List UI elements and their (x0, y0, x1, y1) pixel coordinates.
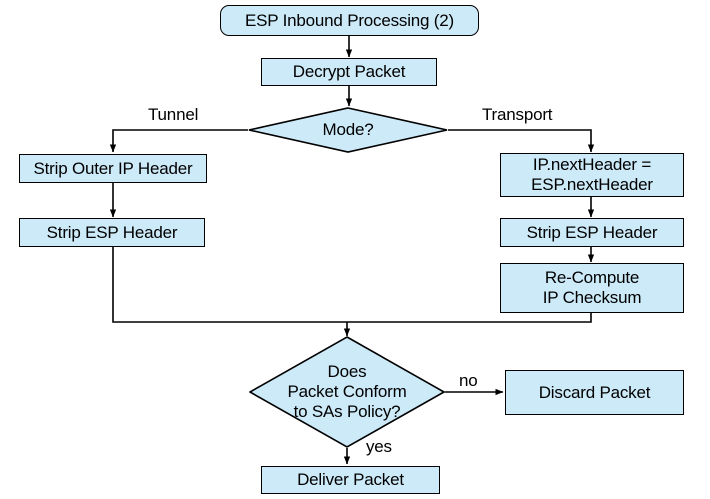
node-decrypt-packet[interactable]: Decrypt Packet (261, 58, 437, 86)
edge-mode-tunnel (109, 129, 248, 153)
node-deliver-packet[interactable]: Deliver Packet (261, 466, 440, 494)
node-discard-packet[interactable]: Discard Packet (505, 370, 684, 415)
node-recompute-ip-checksum[interactable]: Re-Compute IP Checksum (500, 263, 684, 313)
node-strip-esp-header-transport[interactable]: Strip ESP Header (500, 218, 684, 247)
node-strip-outer-ip-header[interactable]: Strip Outer IP Header (19, 154, 207, 183)
node-conform-decision[interactable]: Does Packet Conform to SAs Policy? (249, 336, 445, 448)
mode-diamond-shape (248, 107, 448, 153)
node-ip-next-header-assign[interactable]: IP.nextHeader = ESP.nextHeader (500, 153, 684, 197)
edge-tunnel-to-merge (112, 247, 347, 323)
node-mode-label: Mode? (322, 120, 374, 139)
edge-label-tunnel: Tunnel (148, 105, 199, 124)
edge-label-no: no (459, 371, 478, 390)
edge-label-transport: Transport (482, 105, 553, 124)
node-conform-label: Does Packet Conform to SAs Policy? (287, 362, 407, 421)
node-mode-decision[interactable]: Mode? (248, 107, 448, 153)
edge-recompute-to-merge (347, 313, 592, 323)
edge-label-yes: yes (366, 437, 392, 456)
edge-mode-transport (448, 129, 595, 153)
conform-diamond-shape (249, 336, 445, 448)
node-esp-inbound-processing[interactable]: ESP Inbound Processing (2) (220, 5, 479, 36)
node-strip-esp-header-tunnel[interactable]: Strip ESP Header (19, 218, 205, 247)
